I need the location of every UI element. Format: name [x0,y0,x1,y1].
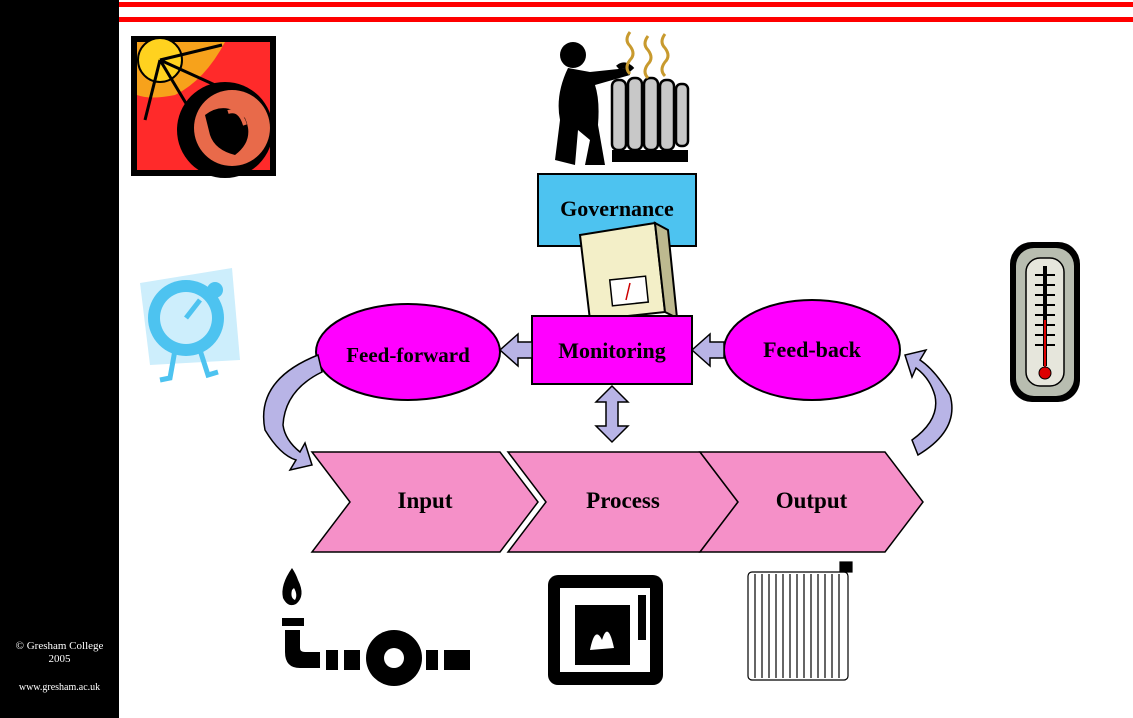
input-label: Input [397,488,453,513]
top-red-bar-lower [119,17,1133,22]
person-heating-hands-clipart [555,31,690,165]
arrow-monitoring-to-feedforward [498,332,533,368]
boiler-clipart [548,575,663,685]
curved-arrow-left [263,353,323,472]
arrow-feedback-to-monitoring [690,332,725,368]
feed-back-label: Feed-back [763,337,861,362]
footer-year: 2005 [48,653,71,665]
curved-arrow-right [904,348,953,457]
left-sidebar [0,0,119,718]
gas-flame-pipe-clipart [282,568,470,686]
radiator-clipart [747,561,853,681]
chevron-input [310,451,539,553]
output-label: Output [775,488,848,513]
footer-copyright: © Gresham College 2005 [0,640,119,666]
monitoring-label: Monitoring [558,338,666,363]
control-box-clipart [578,221,679,326]
sun-and-moon-clipart [131,36,276,178]
process-label: Process [586,488,660,513]
thermometer-clipart [1010,242,1080,402]
footer-url: www.gresham.ac.uk [18,682,101,693]
thermostat-dial-clipart [140,268,240,383]
governance-label: Governance [560,196,674,221]
feed-forward-ellipse [315,303,501,401]
monitoring-box [531,315,693,385]
top-red-bar [119,2,1133,7]
feed-forward-label: Feed-forward [346,343,470,367]
chevron-output [698,451,924,553]
arrow-monitoring-process [594,384,630,444]
footer-copyright-text: © Gresham College [15,640,104,652]
